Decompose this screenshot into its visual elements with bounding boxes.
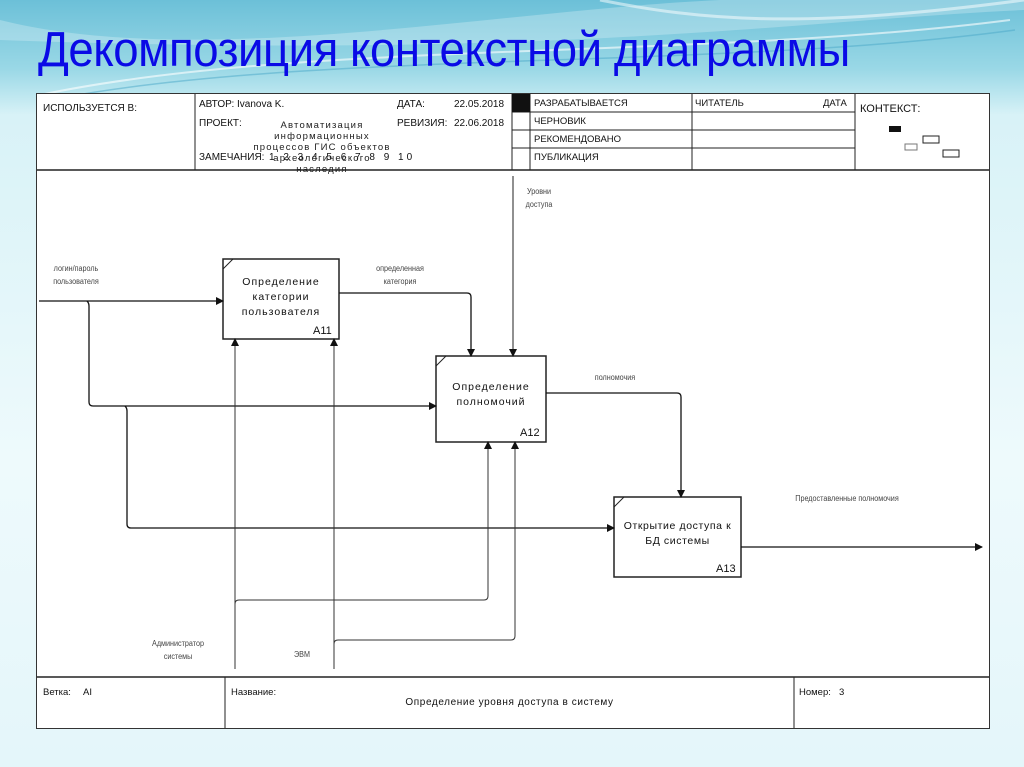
box-line: пользователя <box>241 306 321 318</box>
node-value: AI <box>83 687 92 698</box>
activity-box-a13 <box>613 496 742 578</box>
project-label: ПРОЕКТ: <box>199 118 242 129</box>
activity-box-a11 <box>222 258 340 340</box>
label-line: системы <box>163 652 193 661</box>
label-line: категория <box>383 277 417 286</box>
label-line: Администратор <box>152 639 204 648</box>
arrow-login-branch-a13 <box>124 405 615 532</box>
label-administrator: Администратор системы <box>147 637 210 663</box>
context-label: КОНТЕКСТ: <box>860 103 921 115</box>
date-value: 22.05.2018 <box>454 99 505 110</box>
arrow-category <box>339 292 475 357</box>
project-line: археологического <box>273 153 371 164</box>
node-label: Ветка: <box>43 687 71 698</box>
diagram-title: Определение уровня доступа в систему <box>405 697 614 708</box>
label-line: Предоставленные полномочия <box>795 494 899 503</box>
used-in-label: ИСПОЛЬЗУЕТСЯ В: <box>43 103 138 114</box>
label-line: определенная <box>376 264 424 273</box>
background-swoosh <box>0 0 1024 99</box>
date-label: ДАТА: <box>397 99 425 110</box>
idef0-diagram-sheet: ИСПОЛЬЗУЕТСЯ В: АВТОР: Ivanova K. ПРОЕКТ… <box>36 93 990 729</box>
label-defined-category: определенная категория <box>370 262 429 288</box>
activity-a12-title: Определение полномочий <box>436 380 546 410</box>
title-label: Название: <box>231 687 277 698</box>
activity-a13-title: Открытие доступа к БД системы <box>614 519 741 549</box>
project-line: наследия <box>296 164 348 175</box>
activity-a11-number: A11 <box>313 325 332 337</box>
context-box-2 <box>904 143 918 151</box>
number-value: 3 <box>839 687 845 698</box>
number-label: Номер: <box>799 687 831 698</box>
label-granted-permissions: Предоставленные полномочия <box>784 492 910 505</box>
label-computer: ЭВМ <box>289 648 316 661</box>
box-line: полномочий <box>456 396 526 408</box>
arrow-admin-mechanism-a12 <box>234 441 492 605</box>
box-line: БД системы <box>645 535 710 547</box>
slide-title: Декомпозиция контекстной диаграммы <box>38 23 850 77</box>
reader-label: ЧИТАТЕЛЬ <box>695 98 744 109</box>
context-box-1 <box>889 126 901 132</box>
author-value: Ivanova K. <box>237 99 285 110</box>
box-line: категории <box>252 291 310 303</box>
project-line: процессов ГИС объектов <box>253 142 391 153</box>
label-login-password: логин/пароль пользователя <box>46 262 105 288</box>
activity-a13-number: A13 <box>716 563 736 575</box>
revision-value: 22.06.2018 <box>454 118 505 129</box>
label-access-levels: Уровни доступа <box>521 185 557 211</box>
status-active-marker <box>512 94 530 112</box>
box-line: Определение <box>242 276 320 288</box>
reader-date-label: ДАТА <box>823 98 847 109</box>
activity-a12-number: A12 <box>520 427 540 439</box>
box-line: Открытие доступа к <box>623 520 732 532</box>
author-label: АВТОР: <box>199 99 235 110</box>
diagram-lines <box>37 94 989 728</box>
label-line: ЭВМ <box>294 650 310 659</box>
activity-a11-title: Определение категории пользователя <box>223 275 339 320</box>
arrow-permissions <box>546 392 685 498</box>
label-line: Уровни <box>526 187 552 196</box>
status-recommended: РЕКОМЕНДОВАНО <box>534 134 622 145</box>
label-line: доступа <box>525 200 553 209</box>
revision-label: РЕВИЗИЯ: <box>397 118 448 129</box>
status-in-work: РАЗРАБАТЫВАЕТСЯ <box>534 98 628 109</box>
arrow-login-branch-a12 <box>86 300 437 410</box>
status-publication: ПУБЛИКАЦИЯ <box>534 152 599 163</box>
status-draft: ЧЕРНОВИК <box>534 116 586 127</box>
label-permissions: полномочия <box>588 371 642 384</box>
label-line: пользователя <box>53 277 99 286</box>
project-line: Автоматизация <box>280 120 364 131</box>
project-line: информационных <box>274 131 370 142</box>
box-line: Определение <box>452 381 530 393</box>
notes-value: 1 2 3 4 5 6 7 8 9 10 <box>269 152 416 163</box>
context-box-3 <box>922 135 940 144</box>
notes-label: ЗАМЕЧАНИЯ: <box>199 152 265 163</box>
project-value: Автоматизация информационных процессов Г… <box>252 120 392 175</box>
arrow-computer-mechanism-a12 <box>333 441 519 645</box>
label-line: полномочия <box>594 373 636 382</box>
context-box-4 <box>942 149 960 158</box>
label-line: логин/пароль <box>53 264 99 273</box>
activity-box-a12 <box>435 355 547 443</box>
